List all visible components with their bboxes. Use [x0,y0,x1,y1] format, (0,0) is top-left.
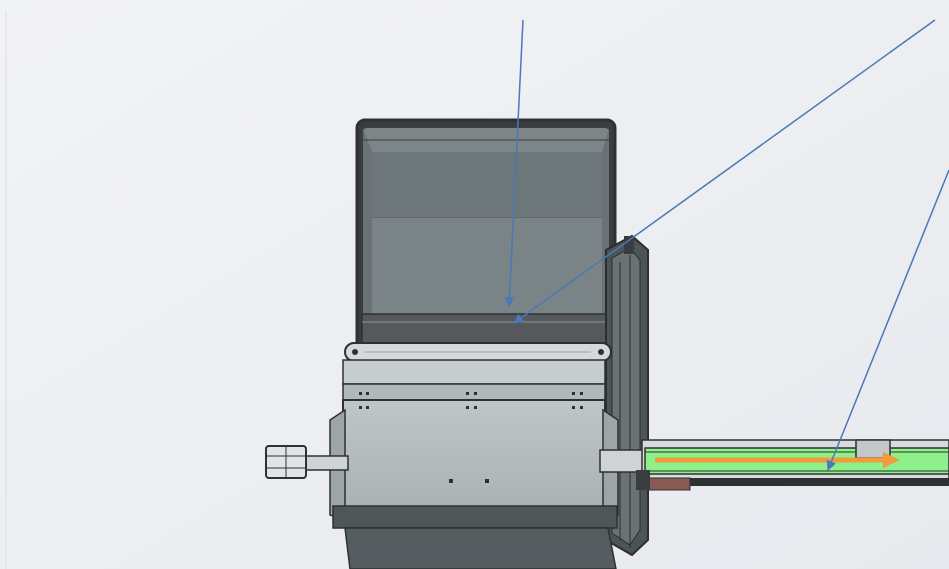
lower-body [329,359,619,569]
orange-arrow-icon [655,452,900,468]
hopper-inner-top [372,152,602,218]
cross-flange-bar [344,342,612,362]
bolt-marks [359,392,583,483]
callout-arrow-3 [826,169,949,471]
hopper-left-wall [363,128,372,340]
lower-chute [344,527,617,569]
left-shaft [265,445,349,479]
callout-arrow-2 [513,19,936,324]
conveyor-lug [647,477,691,491]
hopper-inner-lower [372,218,602,316]
right-conveyor [599,439,949,491]
hopper-bottom-slot [361,313,611,345]
callout-arrows [504,19,949,471]
callout-arrow-1 [504,19,524,307]
hopper-housing [355,118,617,368]
